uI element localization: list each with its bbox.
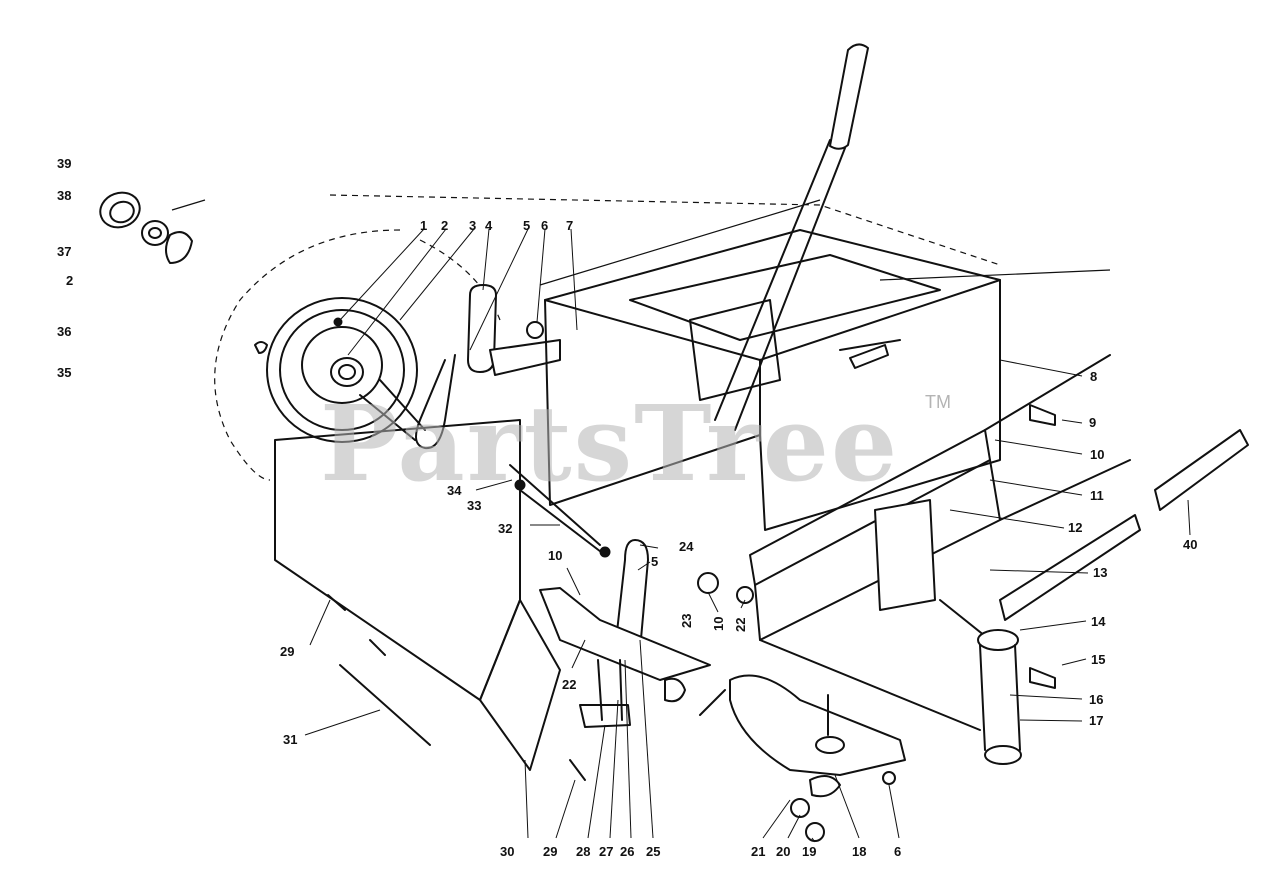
callout-9: 9 <box>1089 415 1096 430</box>
callout-28: 28 <box>576 844 590 859</box>
callout-33: 33 <box>467 498 481 513</box>
callout-7: 7 <box>566 218 573 233</box>
callout-18: 18 <box>852 844 866 859</box>
callout-29-bottom: 29 <box>543 844 557 859</box>
callout-6-bottom: 6 <box>894 844 901 859</box>
callout-14: 14 <box>1091 614 1106 629</box>
callout-3: 3 <box>469 218 476 233</box>
leader-lines <box>304 228 1191 843</box>
callout-22-right: 22 <box>733 618 748 632</box>
callout-2-left: 2 <box>66 273 73 288</box>
axle-tube <box>759 599 1022 765</box>
callout-32: 32 <box>498 521 512 536</box>
callout-40: 40 <box>1183 537 1197 552</box>
callout-31: 31 <box>283 732 297 747</box>
callout-10-mid: 10 <box>711 617 726 631</box>
callout-13: 13 <box>1093 565 1107 580</box>
callout-15: 15 <box>1091 652 1105 667</box>
callout-19: 19 <box>802 844 816 859</box>
callout-36: 36 <box>57 324 71 339</box>
callout-4: 4 <box>485 218 493 233</box>
callout-labels: 1 2 3 4 5 6 7 8 9 10 11 12 13 14 15 16 1… <box>57 156 1197 859</box>
steering-spindle <box>539 539 711 728</box>
wheel-assembly <box>214 229 501 481</box>
callout-26: 26 <box>620 844 634 859</box>
callout-30: 30 <box>500 844 514 859</box>
callout-37: 37 <box>57 244 71 259</box>
spindle-arm <box>359 284 561 450</box>
body-outline <box>329 194 1111 286</box>
steering-plate <box>699 674 906 798</box>
callout-22-left: 22 <box>562 677 576 692</box>
frame-rail <box>749 354 1249 641</box>
lever <box>714 43 869 431</box>
callout-10-left: 10 <box>548 548 562 563</box>
callout-23: 23 <box>679 614 694 628</box>
callout-5: 5 <box>523 218 530 233</box>
watermark-trademark: TM <box>925 392 951 412</box>
callout-17: 17 <box>1089 713 1103 728</box>
hardware <box>327 321 1056 842</box>
callout-12: 12 <box>1068 520 1082 535</box>
hub-parts <box>99 191 206 264</box>
callout-8: 8 <box>1090 369 1097 384</box>
watermark-brand: PartsTree <box>320 382 899 505</box>
callout-27: 27 <box>599 844 613 859</box>
callout-35: 35 <box>57 365 71 380</box>
callout-20: 20 <box>776 844 790 859</box>
callout-25: 25 <box>646 844 660 859</box>
callout-39: 39 <box>57 156 71 171</box>
callout-21: 21 <box>751 844 765 859</box>
callout-5-lower: 5 <box>651 554 658 569</box>
callout-11: 11 <box>1090 488 1104 503</box>
callout-29-left: 29 <box>280 644 294 659</box>
callout-34: 34 <box>447 483 462 498</box>
callout-16: 16 <box>1089 692 1103 707</box>
tie-rod <box>509 464 611 558</box>
callout-38: 38 <box>57 188 71 203</box>
main-frame <box>544 229 1001 531</box>
callout-24: 24 <box>679 539 694 554</box>
callout-2: 2 <box>441 218 448 233</box>
callout-6: 6 <box>541 218 548 233</box>
callout-1: 1 <box>420 218 427 233</box>
side-panel <box>274 419 561 771</box>
callout-10: 10 <box>1090 447 1104 462</box>
